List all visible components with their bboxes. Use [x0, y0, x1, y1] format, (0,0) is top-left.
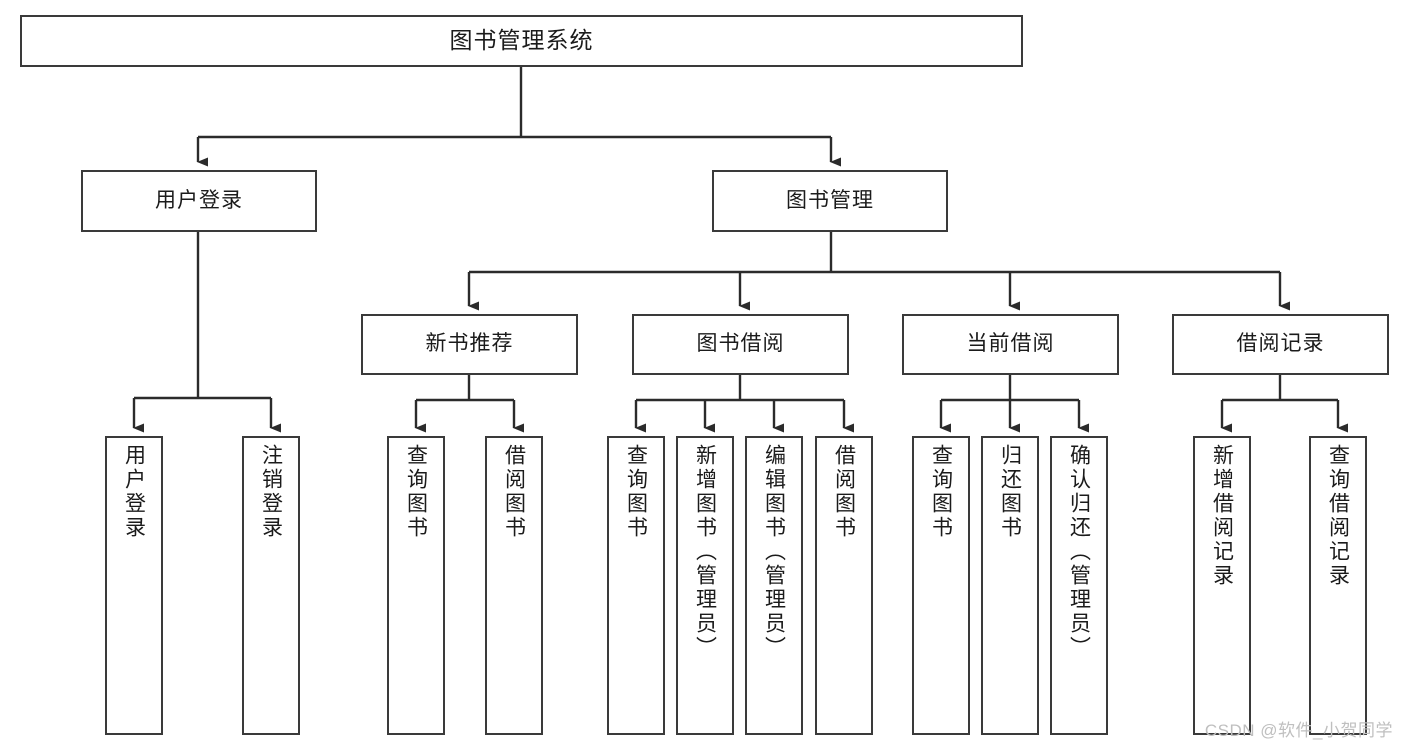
- leaf-book-borrow-edit-book-admin[interactable]: 编辑图书（管理员）: [745, 436, 803, 735]
- node-label: 图书管理系统: [449, 27, 594, 54]
- leaf-borrow-record-add-record[interactable]: 新增借阅记录: [1193, 436, 1251, 735]
- leaf-book-borrow-query-books[interactable]: 查询图书: [607, 436, 665, 735]
- csdn-watermark: CSDN @软件_小贺同学: [1204, 721, 1393, 740]
- node-label: 新书推荐: [425, 332, 514, 356]
- leaf-user-login-signin[interactable]: 用户登录: [105, 436, 163, 735]
- node-label: 用户登录: [122, 444, 146, 540]
- node-user-login[interactable]: 用户登录: [81, 170, 317, 232]
- node-label: 查询图书: [404, 444, 428, 540]
- leaf-current-borrow-confirm-return-admin[interactable]: 确认归还（管理员）: [1050, 436, 1108, 735]
- leaf-new-book-query-books[interactable]: 查询图书: [387, 436, 445, 735]
- node-label: 图书管理: [786, 188, 874, 212]
- leaf-book-borrow-borrow-books[interactable]: 借阅图书: [815, 436, 873, 735]
- leaf-new-book-borrow-books[interactable]: 借阅图书: [485, 436, 543, 735]
- node-label: 借阅图书: [502, 444, 526, 540]
- node-label: 图书借阅: [696, 332, 785, 356]
- node-label: 当前借阅: [966, 332, 1055, 356]
- node-current-borrowing[interactable]: 当前借阅: [902, 314, 1119, 375]
- node-new-book-recommendation[interactable]: 新书推荐: [361, 314, 578, 375]
- node-label: 查询借阅记录: [1326, 444, 1350, 588]
- node-root-book-management-system[interactable]: 图书管理系统: [20, 15, 1023, 67]
- node-borrowing-records[interactable]: 借阅记录: [1172, 314, 1389, 375]
- leaf-book-borrow-add-book-admin[interactable]: 新增图书（管理员）: [676, 436, 734, 735]
- node-label: 归还图书: [998, 444, 1022, 540]
- node-label: 新增图书（管理员）: [693, 444, 717, 660]
- leaf-current-borrow-return-books[interactable]: 归还图书: [981, 436, 1039, 735]
- leaf-borrow-record-query-record[interactable]: 查询借阅记录: [1309, 436, 1367, 735]
- node-label: 新增借阅记录: [1210, 444, 1234, 588]
- node-label: 借阅图书: [832, 444, 856, 540]
- node-book-borrowing[interactable]: 图书借阅: [632, 314, 849, 375]
- node-label: 借阅记录: [1236, 332, 1325, 356]
- leaf-user-login-signout[interactable]: 注销登录: [242, 436, 300, 735]
- node-label: 用户登录: [155, 188, 243, 212]
- node-label: 查询图书: [929, 444, 953, 540]
- node-label: 查询图书: [624, 444, 648, 540]
- node-label: 注销登录: [259, 444, 283, 540]
- node-label: 确认归还（管理员）: [1067, 444, 1091, 660]
- leaf-current-borrow-query-books[interactable]: 查询图书: [912, 436, 970, 735]
- node-book-management[interactable]: 图书管理: [712, 170, 948, 232]
- node-label: 编辑图书（管理员）: [762, 444, 786, 660]
